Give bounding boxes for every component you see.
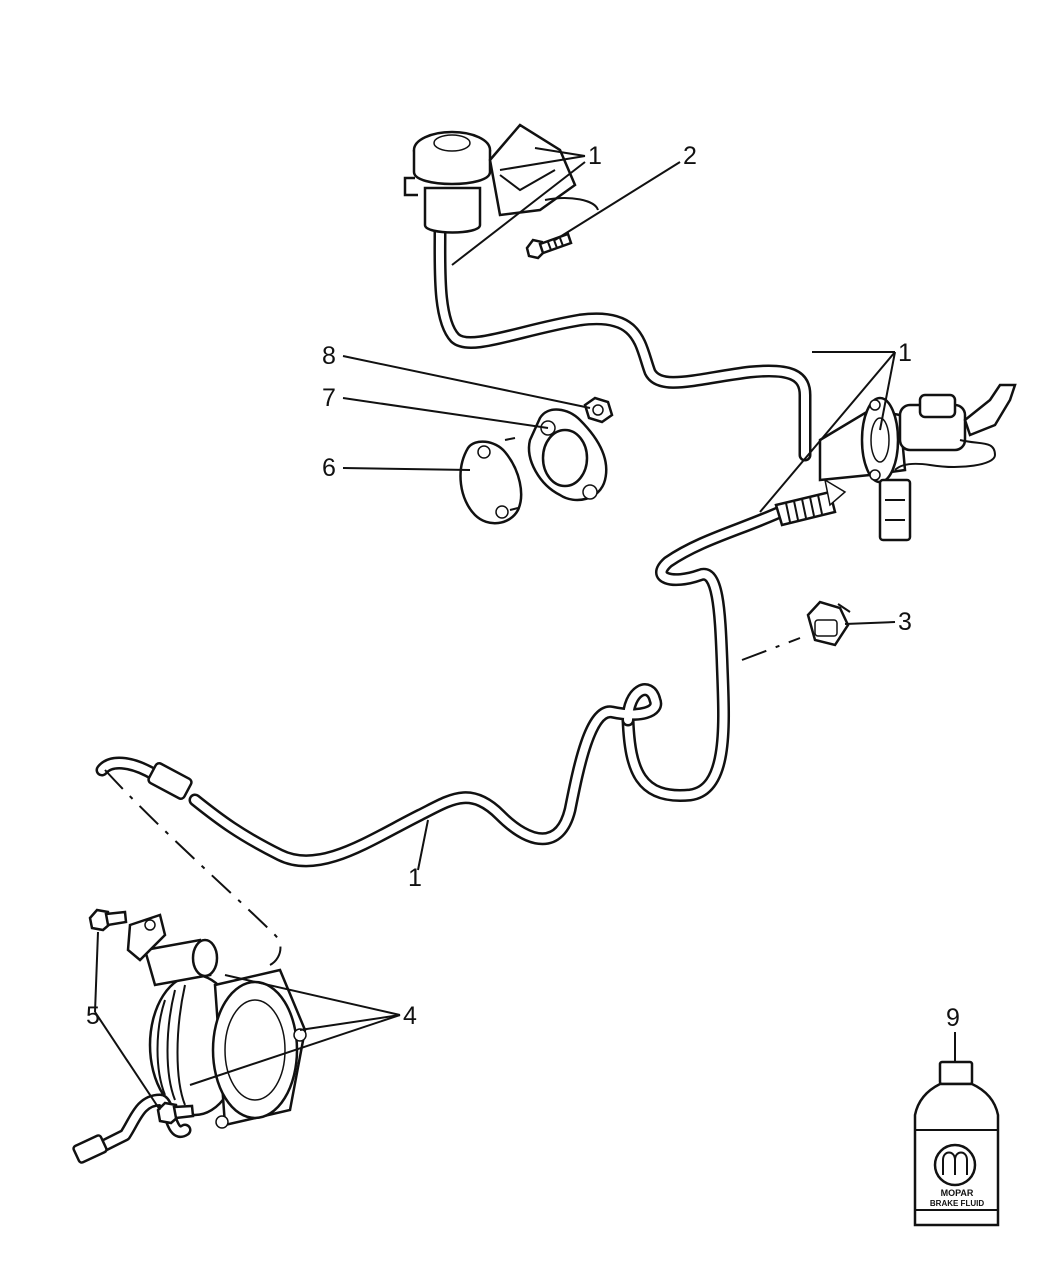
callout-1-hose: 1	[408, 864, 422, 892]
callout-6-plate: 6	[322, 454, 336, 482]
cover-plate	[459, 437, 523, 525]
callout-8-nut: 8	[322, 342, 336, 370]
callout-1-reservoir-line: 1	[588, 142, 602, 170]
callout-1-master-cylinder: 1	[898, 339, 912, 367]
nut	[583, 396, 614, 424]
callout-7-gasket: 7	[322, 384, 336, 412]
slave-cylinder-bolts	[88, 908, 195, 1125]
bottle-brand-label: MOPAR	[941, 1188, 974, 1198]
callout-5-bolts: 5	[86, 1002, 100, 1030]
callout-2-bolt: 2	[683, 142, 697, 170]
leader-lines	[94, 147, 956, 1111]
clutch-fluid-reservoir	[403, 123, 599, 234]
callout-4-slave-cylinder: 4	[403, 1002, 417, 1030]
brake-fluid-bottle	[913, 1060, 1000, 1227]
bottle-product-label: BRAKE FLUID	[930, 1199, 984, 1208]
hydraulic-line	[95, 225, 837, 966]
callout-3-connector: 3	[898, 608, 912, 636]
clutch-slave-cylinder	[72, 913, 307, 1164]
callout-9-brake-fluid: 9	[946, 1004, 960, 1032]
connector	[806, 600, 851, 647]
gasket	[527, 408, 608, 502]
mounting-bolt	[525, 232, 573, 260]
clutch-master-cylinder	[818, 383, 1017, 542]
